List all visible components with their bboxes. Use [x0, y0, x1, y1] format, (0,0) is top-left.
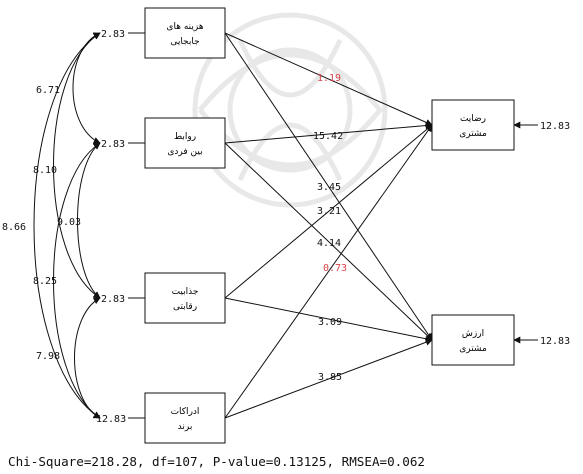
cov-label-1-3: 8.10	[33, 165, 57, 176]
cov-curve-1-2	[72, 32, 101, 144]
variance-competitive-attraction: 2.83	[101, 294, 125, 305]
error-customer-value: 12.83	[540, 336, 570, 347]
variance-switching-costs: 2.83	[101, 29, 125, 40]
cov-curve-1-3	[53, 32, 101, 299]
path-label-brand-satisfaction: 0.73	[323, 263, 347, 274]
exogenous-box-brand-perception: ادراکات برند	[144, 392, 226, 444]
cov-curve-1-4	[33, 32, 101, 419]
switching-costs-label-1: هزینه های	[166, 22, 203, 32]
cov-curve-2-3	[77, 142, 101, 299]
cov-curve-3-4	[74, 297, 101, 419]
error-customer-satisfaction: 12.83	[540, 121, 570, 132]
path-competitive-satisfaction	[224, 124, 433, 299]
cov-label-1-4: 8.66	[2, 222, 26, 233]
path-label-switching-value: 3.45	[317, 182, 341, 193]
endogenous-box-customer-satisfaction: رضایت مشتری	[431, 99, 515, 151]
path-switching-satisfaction	[224, 32, 433, 126]
path-brand-satisfaction	[224, 124, 433, 419]
cov-label-2-3: 9.03	[57, 217, 81, 228]
customer-value-label-2: مشتری	[459, 344, 487, 354]
endogenous-box-customer-value: ارزش مشتری	[431, 314, 515, 366]
interpersonal-label-1: روابط	[174, 132, 196, 142]
customer-satisfaction-label-2: مشتری	[459, 129, 487, 139]
path-label-competitive-value: 3.09	[318, 317, 342, 328]
brand-perception-label-2: برند	[178, 422, 193, 432]
cov-label-2-4: 8.25	[33, 276, 57, 287]
switching-costs-label-2: جابجایی	[170, 37, 199, 47]
brand-perception-label-1: ادراکات	[171, 407, 200, 417]
path-competitive-value	[224, 297, 433, 343]
interpersonal-label-2: بین فردی	[167, 147, 202, 157]
path-interpersonal-value	[224, 142, 433, 341]
variance-brand-perception: 12.83	[96, 414, 126, 425]
fit-statistics: Chi-Square=218.28, df=107, P-value=0.131…	[8, 454, 425, 469]
exogenous-box-interpersonal: روابط بین فردی	[144, 117, 226, 169]
path-brand-value	[224, 338, 433, 419]
customer-value-label-1: ارزش	[462, 329, 484, 339]
exogenous-box-switching-costs: هزینه های جابجایی	[144, 7, 226, 59]
path-switching-value	[224, 32, 433, 341]
path-label-switching-satisfaction: 1.19	[317, 73, 341, 84]
path-interpersonal-satisfaction	[224, 122, 433, 144]
customer-satisfaction-label-1: رضایت	[460, 114, 486, 124]
path-label-competitive-satisfaction: 3.21	[317, 206, 341, 217]
cov-curve-2-4	[53, 142, 101, 419]
path-label-brand-value: 3.85	[318, 372, 342, 383]
competitive-attraction-label-1: جذابیت	[172, 287, 199, 297]
competitive-attraction-label-2: رقابتی	[173, 302, 197, 312]
path-label-interpersonal-satisfaction: 15.42	[313, 131, 343, 142]
path-label-interpersonal-value: 4.14	[317, 238, 341, 249]
cov-label-1-2: 6.71	[36, 85, 60, 96]
exogenous-box-competitive-attraction: جذابیت رقابتی	[144, 272, 226, 324]
cov-label-3-4: 7.98	[36, 351, 60, 362]
variance-interpersonal: 2.83	[101, 139, 125, 150]
